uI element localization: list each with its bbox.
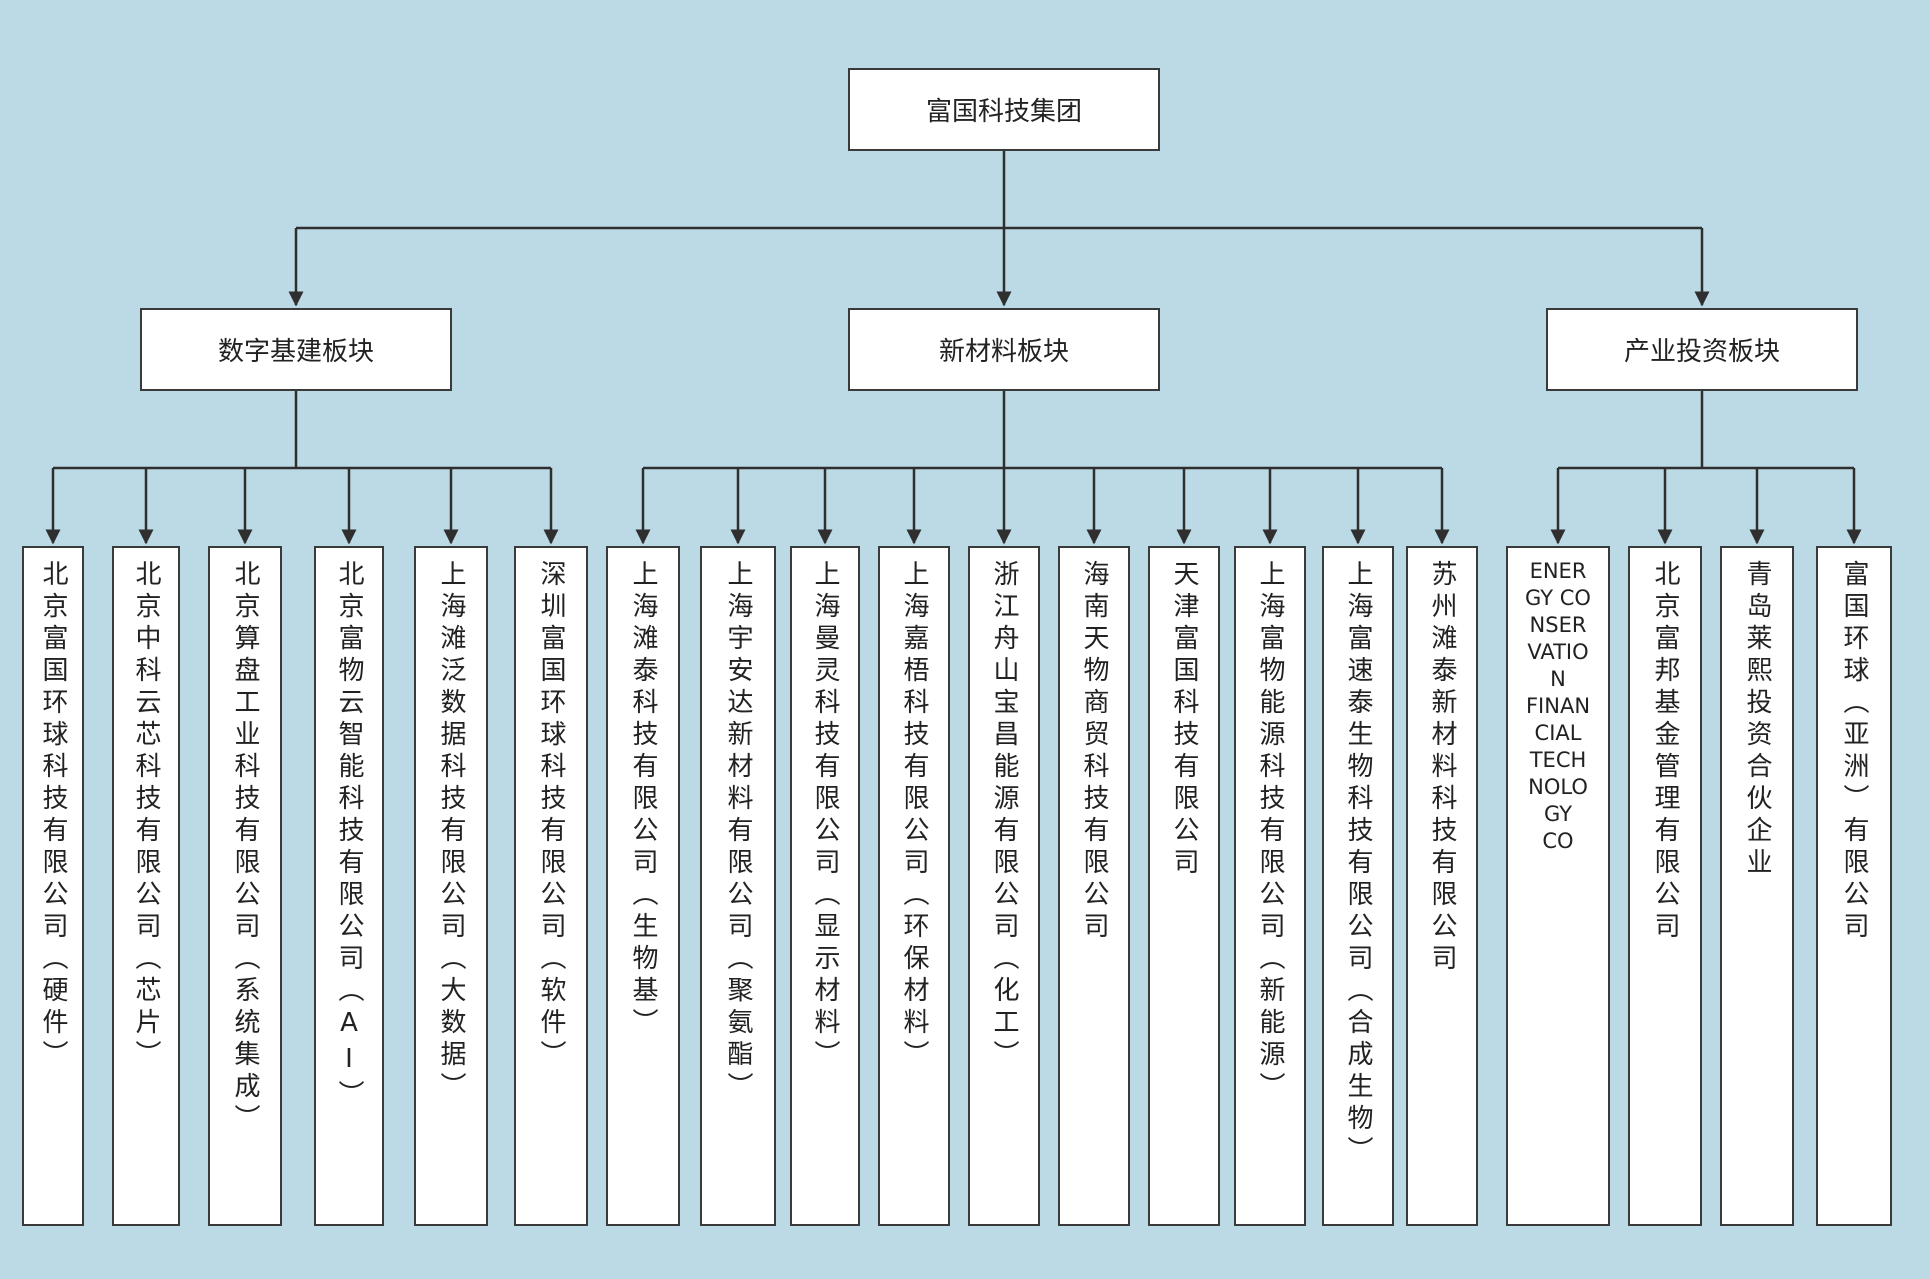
company-box: 富国环球（亚洲）有限公司	[1816, 546, 1892, 1226]
root-label: 富国科技集团	[925, 97, 1082, 127]
company-box: 上海滩泛数据科技有限公司（大数据）	[414, 546, 488, 1226]
company-box: 上海富物能源科技有限公司（新能源）	[1234, 546, 1306, 1226]
company-label: 天津富国科技有限公司	[1169, 560, 1199, 880]
company-label: 北京富国环球科技有限公司（硬件）	[38, 560, 68, 1072]
company-label: 苏州滩泰新材料科技有限公司	[1427, 560, 1457, 976]
company-box: 天津富国科技有限公司	[1148, 546, 1220, 1226]
company-box: 上海宇安达新材料有限公司（聚氨酯）	[700, 546, 776, 1226]
sector-new-materials: 新材料板块	[848, 308, 1160, 391]
company-label: 深圳富国环球科技有限公司（软件）	[536, 560, 566, 1072]
company-box: 北京富国环球科技有限公司（硬件）	[22, 546, 84, 1226]
company-label: 上海嘉梧科技有限公司（环保材料）	[899, 560, 929, 1072]
company-box: 上海富速泰生物科技有限公司（合成生物）	[1322, 546, 1394, 1226]
company-box: 北京算盘工业科技有限公司（系统集成）	[208, 546, 282, 1226]
company-box: 海南天物商贸科技有限公司	[1058, 546, 1130, 1226]
company-label: 青岛莱熙投资合伙企业	[1742, 560, 1772, 880]
company-label: 浙江舟山宝昌能源有限公司（化工）	[989, 560, 1019, 1072]
company-label: 北京算盘工业科技有限公司（系统集成）	[230, 560, 260, 1136]
sector-industry-investment: 产业投资板块	[1546, 308, 1858, 391]
company-box: 苏州滩泰新材料科技有限公司	[1406, 546, 1478, 1226]
company-label: 北京富邦基金管理有限公司	[1650, 560, 1680, 944]
company-box: 青岛莱熙投资合伙企业	[1720, 546, 1794, 1226]
company-label: 上海富速泰生物科技有限公司（合成生物）	[1343, 560, 1373, 1168]
company-label: 海南天物商贸科技有限公司	[1079, 560, 1109, 944]
sector-label: 新材料板块	[938, 337, 1069, 367]
company-box: 浙江舟山宝昌能源有限公司（化工）	[968, 546, 1040, 1226]
company-box: 上海嘉梧科技有限公司（环保材料）	[878, 546, 950, 1226]
company-box: 上海滩泰科技有限公司（生物基）	[606, 546, 680, 1226]
company-label: 富国环球（亚洲）有限公司	[1839, 560, 1869, 944]
company-box: ENER GY CO NSER VATIO N FINAN CIAL TECH …	[1506, 546, 1610, 1226]
company-label: 北京中科云芯科技有限公司（芯片）	[131, 560, 161, 1072]
company-label: 上海宇安达新材料有限公司（聚氨酯）	[723, 560, 753, 1104]
root-node: 富国科技集团	[848, 68, 1160, 151]
company-label: 上海滩泰科技有限公司（生物基）	[628, 560, 658, 1040]
sector-digital-infrastructure: 数字基建板块	[140, 308, 452, 391]
company-label: 上海富物能源科技有限公司（新能源）	[1255, 560, 1285, 1104]
company-box: 上海曼灵科技有限公司（显示材料）	[790, 546, 860, 1226]
company-label: 上海滩泛数据科技有限公司（大数据）	[436, 560, 466, 1104]
sector-label: 产业投资板块	[1623, 337, 1780, 367]
company-box: 北京中科云芯科技有限公司（芯片）	[112, 546, 180, 1226]
sector-label: 数字基建板块	[217, 337, 374, 367]
company-box: 北京富物云智能科技有限公司（AI）	[314, 546, 384, 1226]
company-label: 北京富物云智能科技有限公司（AI）	[334, 560, 364, 1112]
company-box: 深圳富国环球科技有限公司（软件）	[514, 546, 588, 1226]
company-label: ENER GY CO NSER VATIO N FINAN CIAL TECH …	[1525, 559, 1591, 853]
company-label: 上海曼灵科技有限公司（显示材料）	[810, 560, 840, 1072]
company-box: 北京富邦基金管理有限公司	[1628, 546, 1702, 1226]
